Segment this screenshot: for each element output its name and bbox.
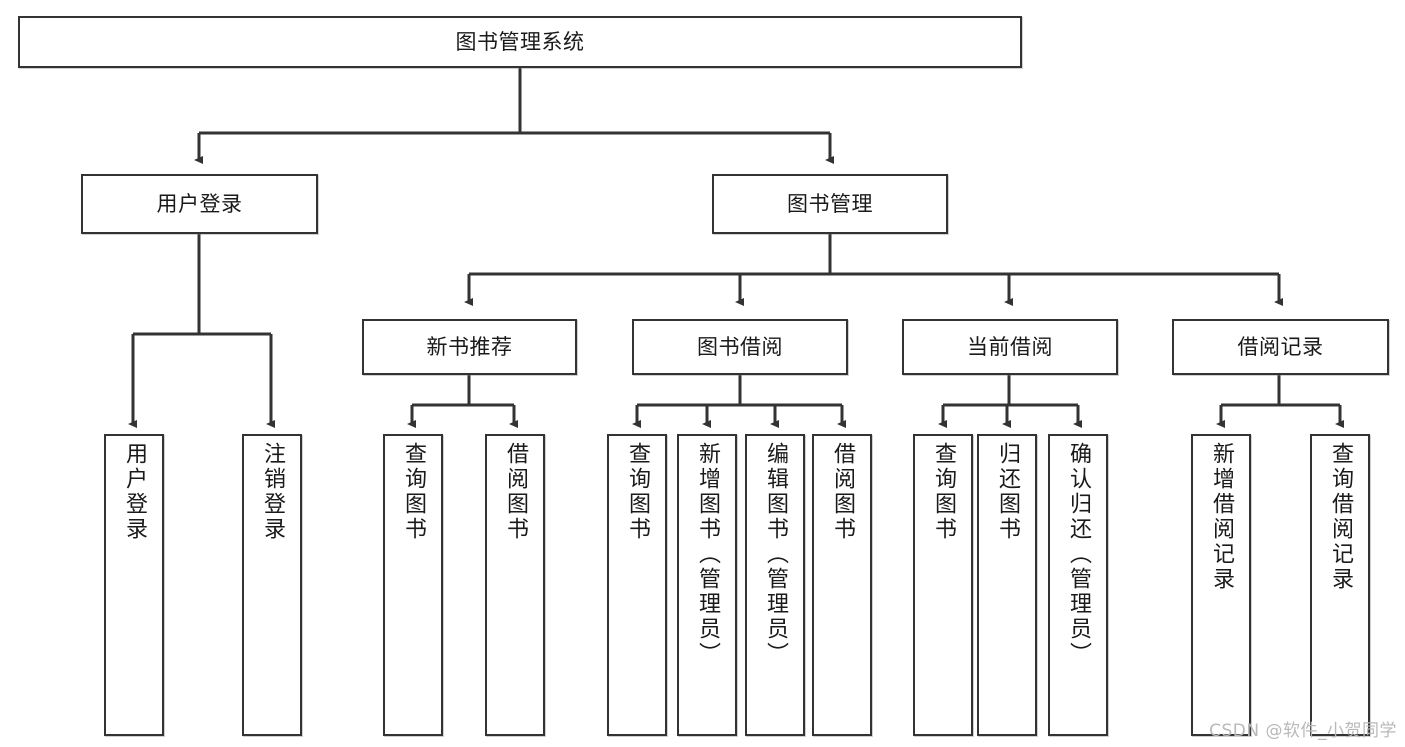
leaf-record-query-label: 查询借阅记录 [1328,442,1353,592]
leaf-record-query[interactable]: 查询借阅记录 [1310,434,1370,736]
leaf-borrow-add-book[interactable]: 新增图书（管理员） [677,434,737,736]
leaf-borrow-add-book-label: 新增图书（管理员） [695,442,720,667]
leaf-current-return-book-label: 归还图书 [995,442,1020,542]
leaf-logout[interactable]: 注销登录 [242,434,302,736]
leaf-user-login[interactable]: 用户登录 [104,434,164,736]
node-root[interactable]: 图书管理系统 [18,16,1022,68]
leaf-borrow-borrow-book-label: 借阅图书 [830,442,855,542]
node-book-management[interactable]: 图书管理 [712,174,948,234]
node-current-borrow-label: 当前借阅 [967,334,1053,359]
node-root-label: 图书管理系统 [455,29,585,54]
leaf-current-confirm-return-label: 确认归还（管理员） [1066,442,1091,667]
node-book-borrow[interactable]: 图书借阅 [632,319,848,375]
node-book-borrow-label: 图书借阅 [697,334,783,359]
leaf-new-book-query-label: 查询图书 [401,442,426,542]
leaf-current-query-book[interactable]: 查询图书 [913,434,973,736]
node-borrow-record[interactable]: 借阅记录 [1172,319,1389,375]
leaf-new-book-borrow[interactable]: 借阅图书 [485,434,545,736]
leaf-borrow-edit-book[interactable]: 编辑图书（管理员） [745,434,805,736]
leaf-borrow-query-book[interactable]: 查询图书 [607,434,667,736]
node-user-login[interactable]: 用户登录 [81,174,318,234]
leaf-borrow-borrow-book[interactable]: 借阅图书 [812,434,872,736]
node-user-login-label: 用户登录 [156,191,243,216]
leaf-current-return-book[interactable]: 归还图书 [977,434,1037,736]
node-new-book-recommend[interactable]: 新书推荐 [362,319,577,375]
leaf-new-book-query[interactable]: 查询图书 [383,434,443,736]
leaf-new-book-borrow-label: 借阅图书 [503,442,528,542]
leaf-record-add[interactable]: 新增借阅记录 [1191,434,1251,736]
node-current-borrow[interactable]: 当前借阅 [902,319,1118,375]
node-book-management-label: 图书管理 [787,191,873,216]
watermark: CSDN @软件_小贺同学 [1209,721,1397,741]
leaf-record-add-label: 新增借阅记录 [1209,442,1234,592]
node-borrow-record-label: 借阅记录 [1237,334,1324,359]
leaf-current-confirm-return[interactable]: 确认归还（管理员） [1048,434,1108,736]
leaf-user-login-label: 用户登录 [122,442,147,542]
leaf-logout-label: 注销登录 [260,442,285,542]
leaf-current-query-book-label: 查询图书 [931,442,956,542]
leaf-borrow-query-book-label: 查询图书 [625,442,650,542]
node-new-book-recommend-label: 新书推荐 [426,334,513,359]
leaf-borrow-edit-book-label: 编辑图书（管理员） [763,442,788,667]
